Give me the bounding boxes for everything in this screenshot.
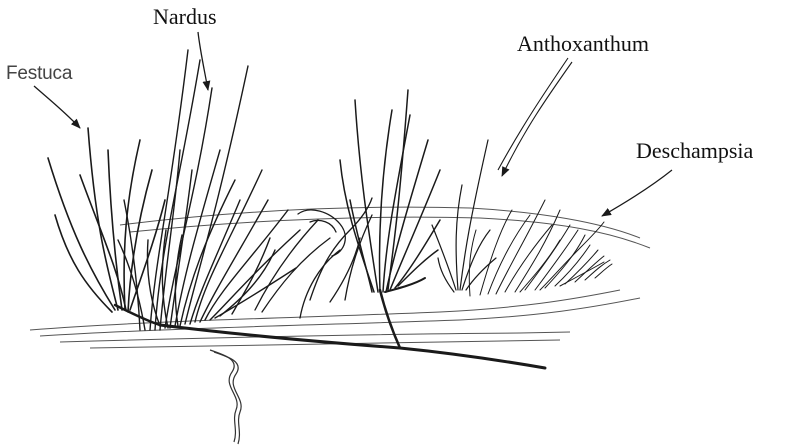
hanging-root [210,350,241,444]
festuca-label: Festuca [6,64,72,83]
nardus-tuft [118,50,300,330]
nardus-label: Nardus [153,6,217,28]
festuca-tuft [48,128,165,312]
deschampsia-arrow [602,170,672,216]
small-tuft [432,140,496,292]
middle-leaves [255,198,372,318]
anthoxanthum-arrow [498,58,572,176]
deschampsia-label: Deschampsia [636,140,753,162]
soil-lines [30,207,650,348]
anthoxanthum-tuft [340,90,440,292]
anthoxanthum-label: Anthoxanthum [517,33,649,55]
festuca-arrow [34,86,80,128]
